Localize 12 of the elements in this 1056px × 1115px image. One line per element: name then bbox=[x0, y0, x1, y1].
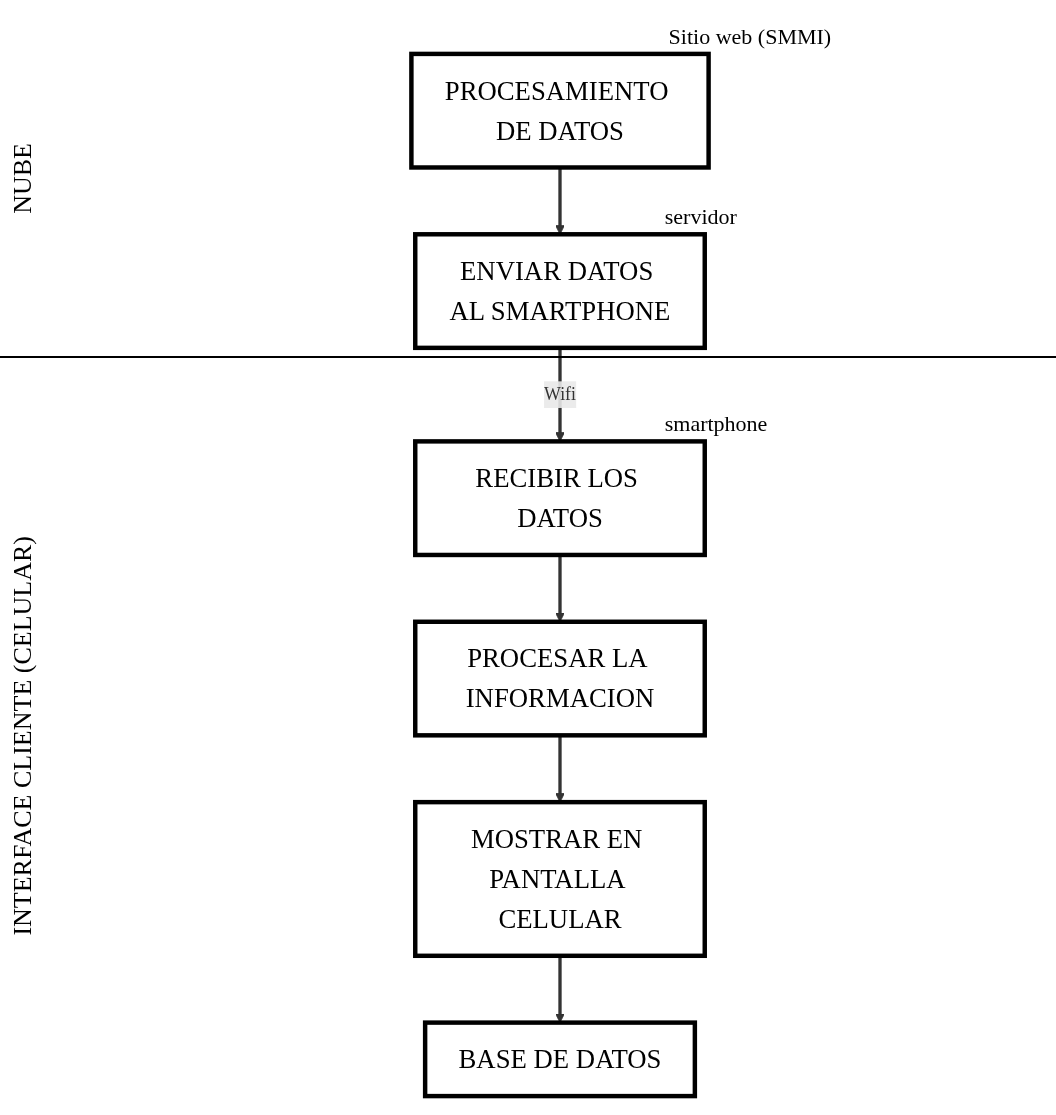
node-caption: servidor bbox=[664, 204, 737, 231]
node-caption: Sitio web (SMMI) bbox=[668, 23, 832, 50]
node-box: MOSTRAR EN PANTALLA CELULAR bbox=[413, 799, 707, 959]
section-label: INTERFACE CLIENTE (CELULAR) bbox=[8, 535, 38, 936]
node-caption: smartphone bbox=[664, 411, 768, 438]
section-label: NUBE bbox=[8, 142, 38, 214]
node-box: PROCESAMIENTO DE DATOS bbox=[409, 51, 711, 170]
node-box: PROCESAR LA INFORMACION bbox=[413, 619, 707, 738]
node-box: BASE DE DATOS bbox=[422, 1020, 698, 1099]
node-box: RECIBIR LOS DATOS bbox=[413, 439, 707, 558]
node-box: ENVIAR DATOS AL SMARTPHONE bbox=[413, 232, 707, 351]
edge-label: Wifi bbox=[544, 384, 576, 404]
